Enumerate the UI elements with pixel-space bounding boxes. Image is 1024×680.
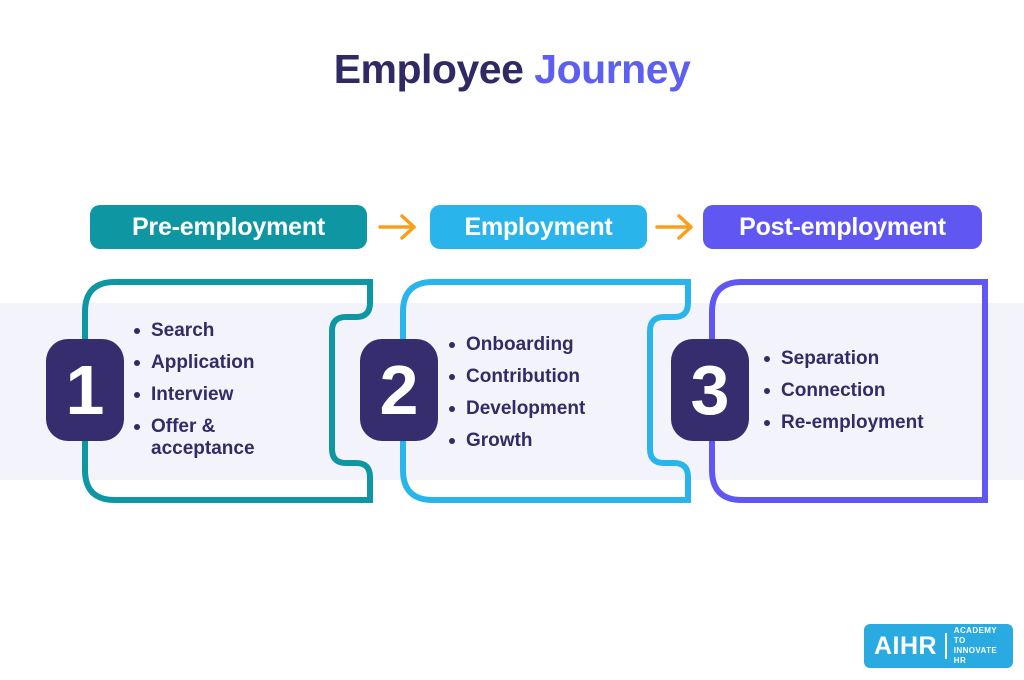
title-accent: Journey [534,46,691,92]
aihr-logo-tagline: ACADEMY TO INNOVATE HR [954,626,1003,666]
logo-divider [945,633,947,659]
list-item-label: Interview [151,384,234,405]
arrow-right-icon [655,214,693,240]
list-item: Application [134,352,296,374]
step-number: 3 [690,351,730,429]
background-band [0,303,1024,480]
stage-badge-label: Employment [464,212,613,241]
list-item-label: Onboarding [466,334,574,355]
list-item-label: Connection [781,380,886,401]
list-item: Connection [764,380,979,402]
stage-badge-pre-employment: Pre-employment [90,205,367,249]
list-item-label: Offer & acceptance [151,416,255,459]
list-item-label: Growth [466,430,533,451]
step-number: 2 [379,351,419,429]
bullet-dot-icon [134,424,140,430]
tagline-line-1: ACADEMY TO [953,626,997,645]
step-number-badge-3: 3 [671,339,749,441]
list-item: Contribution [449,366,654,388]
list-item-label: Contribution [466,366,580,387]
title-primary: Employee [333,46,524,92]
stage-item-list-pre-employment: Search Application Interview Offer & acc… [134,320,296,470]
stage-box-outline-2 [400,279,691,503]
bullet-dot-icon [134,360,140,366]
step-number-badge-1: 1 [46,339,124,441]
list-item: Separation [764,348,979,370]
bullet-dot-icon [764,388,770,394]
stage-box-outline-1 [82,279,373,503]
list-item: Onboarding [449,334,654,356]
bullet-dot-icon [449,406,455,412]
stage-item-list-post-employment: Separation Connection Re-employment [764,348,979,444]
tagline-line-2: INNOVATE HR [953,646,998,665]
list-item-label: Application [151,352,255,373]
stage-box-outline-3 [709,279,988,503]
list-item-label: Separation [781,348,880,369]
list-item: Interview [134,384,296,406]
list-item: Search [134,320,296,342]
step-number-badge-2: 2 [360,339,438,441]
stage-badge-post-employment: Post-employment [703,205,982,249]
bullet-dot-icon [449,438,455,444]
list-item: Development [449,398,654,420]
bullet-dot-icon [764,420,770,426]
bullet-dot-icon [449,342,455,348]
bullet-dot-icon [134,392,140,398]
bullet-dot-icon [764,356,770,362]
aihr-logo: AIHR ACADEMY TO INNOVATE HR [864,624,1013,668]
stage-badge-label: Pre-employment [131,212,326,241]
stage-badge-label: Post-employment [739,212,946,241]
stage-badge-employment: Employment [430,205,647,249]
list-item-label: Re-employment [781,412,924,433]
arrow-right-icon [378,214,416,240]
stage-item-list-employment: Onboarding Contribution Development Grow… [449,334,654,462]
list-item: Offer & acceptance [134,416,296,460]
page-title: Employee Journey [0,46,1024,93]
bullet-dot-icon [134,328,140,334]
list-item: Re-employment [764,412,979,434]
list-item-label: Development [466,398,586,419]
aihr-logo-wordmark: AIHR [874,631,938,660]
bullet-dot-icon [449,374,455,380]
list-item-label: Search [151,320,215,341]
list-item: Growth [449,430,654,452]
step-number: 1 [65,351,105,429]
